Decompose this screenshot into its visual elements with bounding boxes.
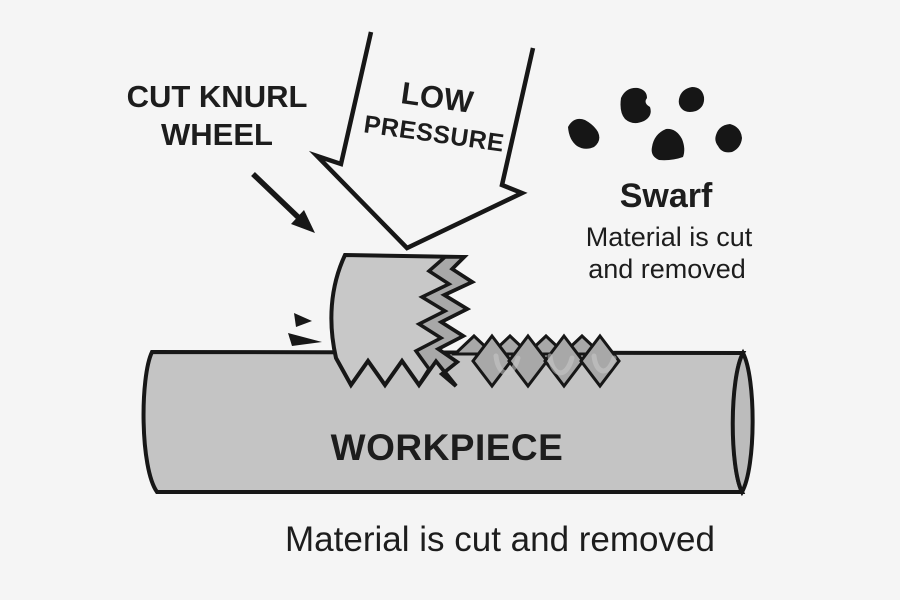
swarf-chip-icon — [620, 87, 651, 124]
caption: Material is cut and removed — [285, 520, 715, 559]
feed-mark-small-wedge — [294, 313, 312, 327]
tool-label-line2: WHEEL — [161, 117, 273, 152]
swarf-desc-line1: Material is cut — [586, 222, 753, 252]
knurl-diamond — [579, 333, 621, 389]
swarf-desc-line2: and removed — [588, 254, 746, 284]
tool-label-line1: CUT KNURL — [127, 79, 308, 114]
pressure-arrow-outline — [308, 31, 536, 251]
workpiece-end-cap — [730, 348, 755, 497]
knurl-diamond — [507, 333, 549, 389]
workpiece-label: WORKPIECE — [331, 427, 564, 468]
pressure-arrow-interior — [317, 32, 533, 248]
knurled-pattern-band — [451, 333, 621, 389]
wheel-cutting-strip — [413, 255, 476, 388]
swarf-chip-icon — [715, 124, 742, 153]
tool-pointer-arrow — [251, 172, 315, 233]
tool-pointer-head — [291, 210, 315, 233]
swarf-chip-icon — [678, 87, 705, 112]
low-pressure-arrow: LOW PRESSURE — [308, 31, 536, 251]
swarf-chips — [568, 87, 742, 161]
swarf-chip-icon — [651, 128, 685, 161]
swarf-title: Swarf — [620, 177, 713, 215]
feed-mark-large-wedge — [288, 333, 322, 346]
cut-swirl-mark — [547, 353, 575, 376]
cut-swirl-mark — [493, 353, 521, 376]
workpiece — [141, 348, 755, 497]
knurl-diamond — [543, 333, 585, 389]
tool-pointer-shaft — [251, 172, 301, 220]
swarf-chip-icon — [568, 118, 600, 149]
feed-marks — [288, 313, 322, 346]
cut-knurl-wheel — [329, 252, 477, 389]
cut-swirl-mark — [591, 353, 617, 374]
